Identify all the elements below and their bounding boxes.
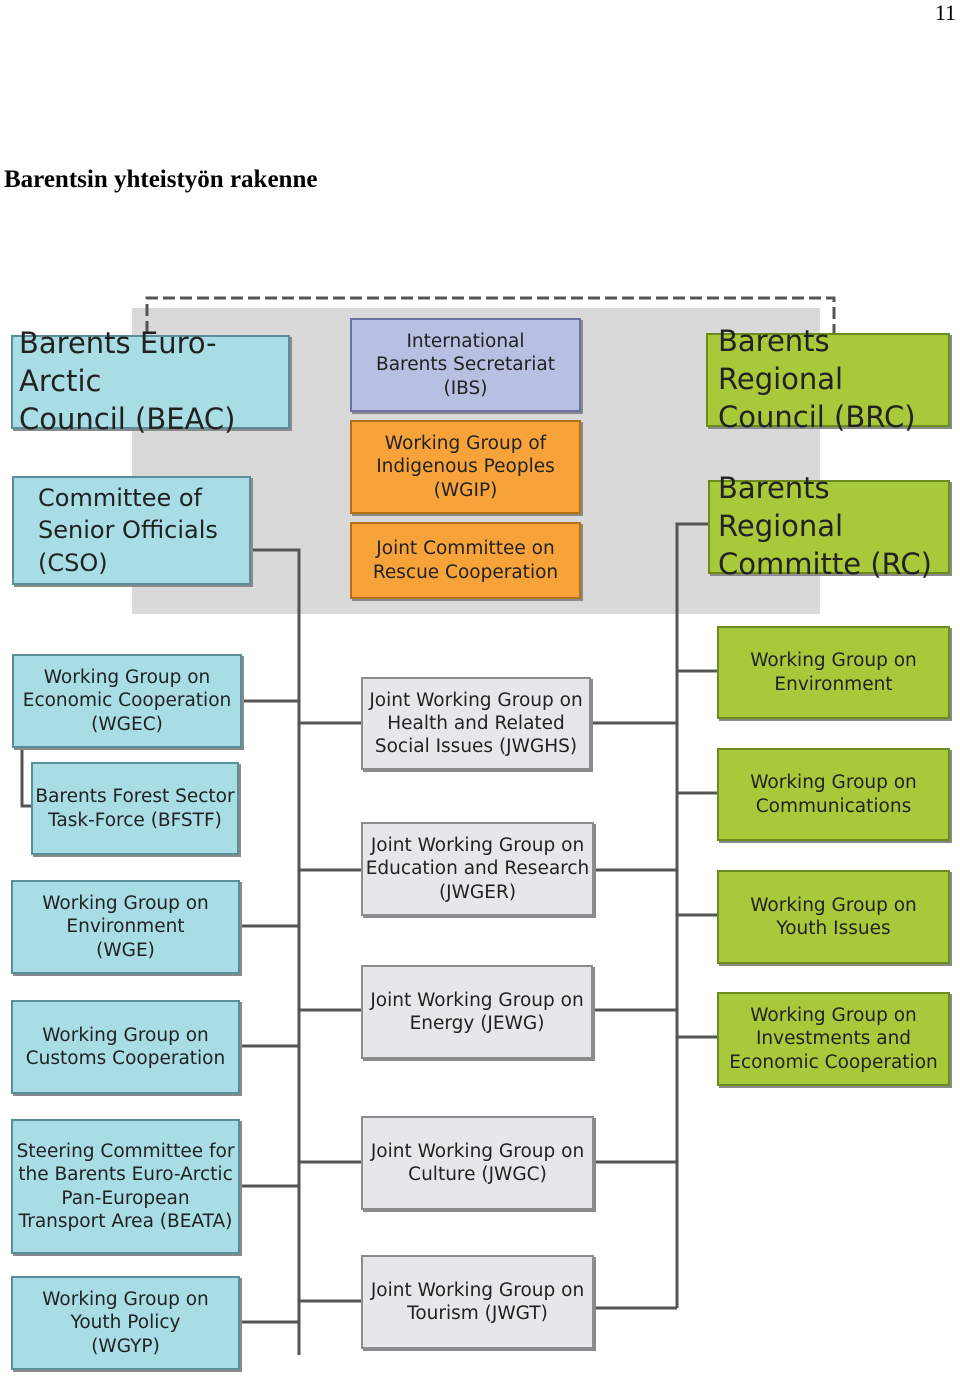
jwgc-box: Joint Working Group on Culture (JWGC) (361, 1116, 594, 1210)
rc-comm-box: Working Group on Communications (717, 748, 950, 841)
wgyp-box: Working Group on Youth Policy (WGYP) (11, 1276, 240, 1370)
rc-youth-box: Working Group on Youth Issues (717, 870, 950, 964)
rc-spine (675, 522, 708, 1308)
dashed-link-beac-brc (145, 296, 836, 333)
wgip-box: Working Group of Indigenous Peoples (WGI… (350, 420, 581, 514)
brc-box: Barents Regional Council (BRC) (706, 324, 950, 434)
beata-box: Steering Committee for the Barents Euro-… (11, 1119, 240, 1254)
ibs-box: International Barents Secretariat (IBS) (350, 318, 581, 412)
jwghs-box: Joint Working Group on Health and Relate… (361, 677, 591, 770)
wgec-box: Working Group on Economic Cooperation (W… (12, 654, 242, 748)
wgcc-box: Working Group on Customs Cooperation (11, 1000, 240, 1094)
beac-box: Barents Euro-Arctic Council (BEAC) (11, 326, 290, 436)
rc-box: Barents Regional Committe (RC) (708, 471, 950, 581)
page-number: 11 (934, 0, 956, 25)
jwgt-box: Joint Working Group on Tourism (JWGT) (361, 1255, 594, 1349)
page-title: Barentsin yhteistyön rakenne (4, 166, 318, 193)
wge-box: Working Group on Environment (WGE) (11, 880, 240, 974)
cso-box: Committee of Senior Officials (CSO) (12, 476, 251, 585)
rc-invest-box: Working Group on Investments and Economi… (717, 992, 950, 1086)
cso-spine (250, 548, 301, 1355)
jcrc-box: Joint Committee on Rescue Cooperation (350, 522, 581, 599)
rc-env-box: Working Group on Environment (717, 626, 950, 719)
jwgenergy-box: Joint Working Group on Energy (JEWG) (361, 965, 593, 1059)
jwger-box: Joint Working Group on Education and Res… (361, 822, 594, 916)
bfstf-box: Barents Forest Sector Task-Force (BFSTF) (31, 762, 239, 855)
